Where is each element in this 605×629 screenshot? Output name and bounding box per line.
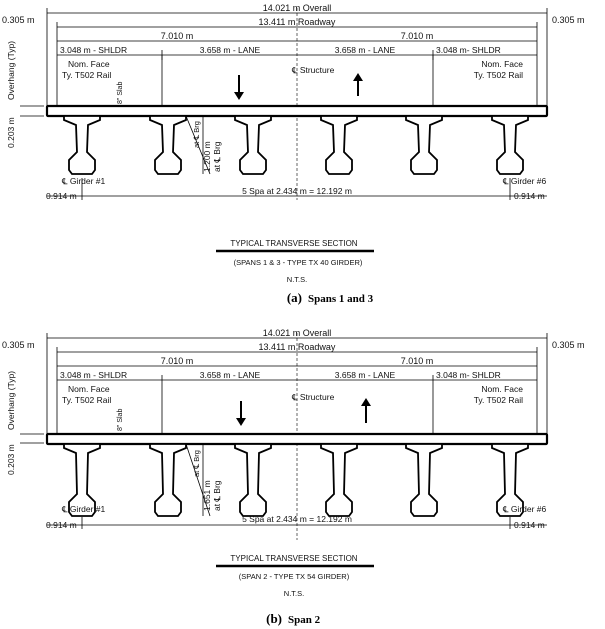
arrow-up-icon bbox=[353, 73, 363, 96]
spacing-dim: 5 Spa at 2.434 m = 12.192 m bbox=[242, 514, 352, 524]
nom-face-right: Nom. Face bbox=[481, 384, 523, 394]
nom-face-left: Nom. Face bbox=[68, 384, 110, 394]
structure-label: ℄ Structure bbox=[291, 65, 335, 75]
end-left-dim: 0.914 m bbox=[46, 520, 77, 530]
rail-right: Ty. T502 Rail bbox=[474, 70, 523, 80]
girder-6-label: ℄ Girder #6 bbox=[502, 176, 547, 186]
nom-face-left: Nom. Face bbox=[68, 59, 110, 69]
brg-height-label: at ℄ Brg bbox=[212, 480, 222, 511]
arrow-down-icon bbox=[236, 401, 246, 426]
spacing-dim: 5 Spa at 2.434 m = 12.192 m bbox=[242, 186, 352, 196]
edge-left-dim: 0.305 m bbox=[2, 15, 35, 25]
shldr-right-dim: 3.048 m- SHLDR bbox=[436, 45, 501, 55]
lane-left-dim: 3.658 m - LANE bbox=[200, 45, 261, 55]
brg-height-dim: 1.651 m bbox=[202, 480, 212, 511]
edge-left-dim: 0.305 m bbox=[2, 340, 35, 350]
section-a: 14.021 m Overall 13.411 m Roadway 0.305 … bbox=[2, 3, 585, 305]
rail-left: Ty. T502 Rail bbox=[62, 395, 111, 405]
section-subtitle: (SPANS 1 & 3 - TYPE TX 40 GIRDER) bbox=[234, 258, 363, 267]
section-b: 14.021 m Overall 13.411 m Roadway 0.305 … bbox=[2, 328, 585, 626]
end-right-dim: 0.914 m bbox=[514, 520, 545, 530]
section-subtitle: (SPAN 2 - TYPE TX 54 GIRDER) bbox=[239, 572, 350, 581]
depth-dim: 0.203 m bbox=[6, 444, 16, 475]
girder bbox=[63, 115, 101, 175]
overall-dim: 14.021 m Overall bbox=[263, 328, 332, 338]
half-right-dim: 7.010 m bbox=[401, 356, 434, 366]
arrow-down-icon bbox=[234, 75, 244, 100]
nom-face-right: Nom. Face bbox=[481, 59, 523, 69]
nts-label: N.T.S. bbox=[284, 589, 304, 598]
caption-letter: (b) bbox=[266, 611, 282, 626]
edge-right-dim: 0.305 m bbox=[552, 15, 585, 25]
girder-1-label: ℄ Girder #1 bbox=[61, 176, 106, 186]
roadway-dim: 13.411 m Roadway bbox=[259, 342, 336, 352]
section-title: TYPICAL TRANSVERSE SECTION bbox=[230, 239, 357, 248]
girder bbox=[320, 115, 358, 175]
brg-height-dim: 1.200 m bbox=[202, 141, 212, 172]
girder-1-label: ℄ Girder #1 bbox=[61, 504, 106, 514]
shldr-left-dim: 3.048 m - SHLDR bbox=[60, 370, 127, 380]
depth-dim: 0.203 m bbox=[6, 117, 16, 148]
shldr-left-dim: 3.048 m - SHLDR bbox=[60, 45, 127, 55]
girder bbox=[405, 443, 443, 517]
caption-letter: (a) bbox=[287, 290, 302, 305]
girder bbox=[405, 115, 443, 175]
end-right-dim: 0.914 m bbox=[514, 191, 545, 201]
rail-left: Ty. T502 Rail bbox=[62, 70, 111, 80]
section-title: TYPICAL TRANSVERSE SECTION bbox=[230, 554, 357, 563]
half-right-dim: 7.010 m bbox=[401, 31, 434, 41]
brg-small-label: at ℄ Brg bbox=[192, 121, 201, 148]
deck-slab bbox=[45, 432, 549, 446]
girder bbox=[491, 115, 529, 175]
girder bbox=[234, 115, 272, 175]
shldr-right-dim: 3.048 m- SHLDR bbox=[436, 370, 501, 380]
overhang-label: Overhang (Typ) bbox=[6, 371, 16, 430]
caption-text: Span 2 bbox=[288, 614, 321, 626]
brg-small-label: at ℄ Brg bbox=[192, 450, 201, 477]
lane-right-dim: 3.658 m - LANE bbox=[335, 370, 396, 380]
girder bbox=[234, 443, 272, 517]
girder-6-label: ℄ Girder #6 bbox=[502, 504, 547, 514]
overhang-label: Overhang (Typ) bbox=[6, 41, 16, 100]
slab-label: 8" Slab bbox=[117, 409, 124, 431]
deck-slab bbox=[45, 104, 549, 118]
half-left-dim: 7.010 m bbox=[161, 356, 194, 366]
overall-dim: 14.021 m Overall bbox=[263, 3, 332, 13]
half-left-dim: 7.010 m bbox=[161, 31, 194, 41]
end-left-dim: 0.914 m bbox=[46, 191, 77, 201]
arrow-up-icon bbox=[361, 398, 371, 423]
roadway-dim: 13.411 m Roadway bbox=[259, 17, 336, 27]
lane-left-dim: 3.658 m - LANE bbox=[200, 370, 261, 380]
girder bbox=[149, 443, 187, 517]
structure-label: ℄ Structure bbox=[291, 392, 335, 402]
girder bbox=[320, 443, 358, 517]
girder bbox=[149, 115, 187, 175]
slab-label: 8" Slab bbox=[117, 82, 124, 104]
rail-right: Ty. T502 Rail bbox=[474, 395, 523, 405]
nts-label: N.T.S. bbox=[287, 275, 307, 284]
caption-text: Spans 1 and 3 bbox=[308, 293, 374, 305]
edge-right-dim: 0.305 m bbox=[552, 340, 585, 350]
lane-right-dim: 3.658 m - LANE bbox=[335, 45, 396, 55]
brg-height-label: at ℄ Brg bbox=[212, 141, 222, 172]
